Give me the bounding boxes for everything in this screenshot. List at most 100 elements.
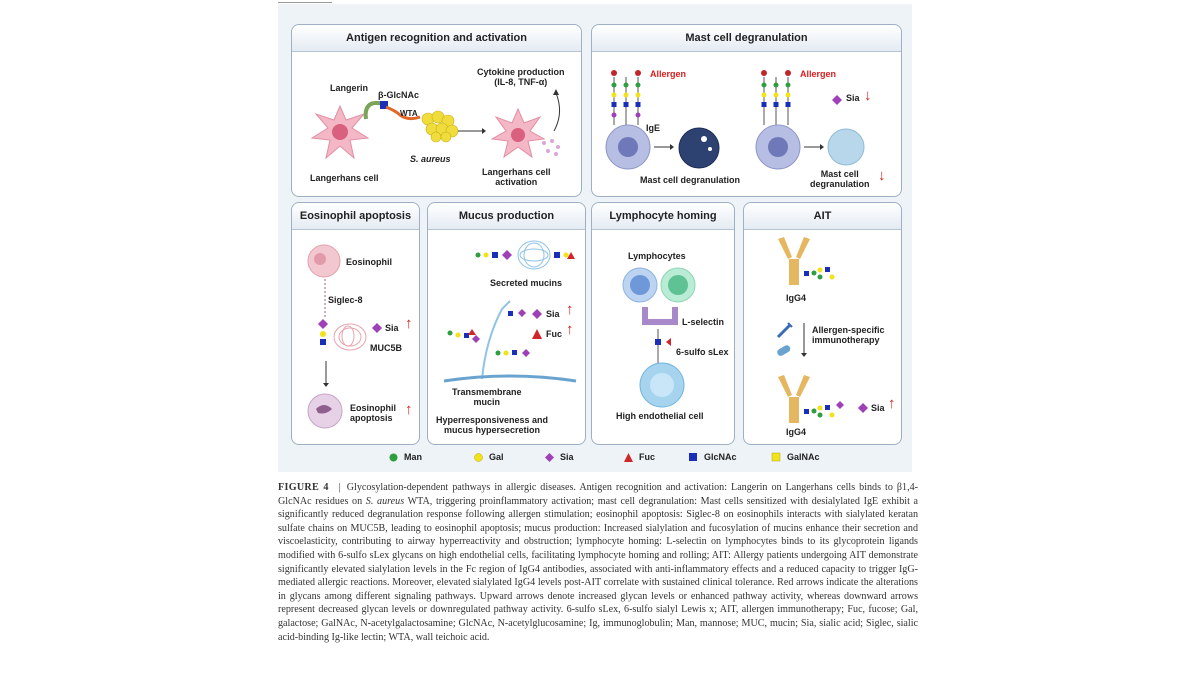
panel-title: Lymphocyte homing [592,203,734,230]
label-eosinophil-apoptosis: Eosinophil apoptosis [350,403,396,423]
panel-title: AIT [744,203,901,230]
lymphocyte-blue-icon [622,267,658,303]
mast-cell-2-icon [755,124,801,170]
label-high-endothelial-cell: High endothelial cell [616,411,704,421]
label-fuc: Fuc [546,329,563,339]
legend-fuc: Fuc [624,452,655,462]
label-eosinophil: Eosinophil [346,257,392,267]
activated-langerhans-cell-icon [490,107,546,159]
glycan-chain-icon [318,319,328,345]
label-l-selectin: L-selectin [682,317,725,327]
transmembrane-mucin-icon [447,300,530,380]
yellow-circle-icon [474,452,483,462]
label-cytokine-production: Cytokine production (IL-8, TNF-α) [477,67,565,87]
wta-chain-icon [385,105,421,121]
panel-title: Mast cell degranulation [592,25,901,52]
label-langerhans-activation: Langerhans cell activation [482,167,551,187]
degranulation-arrow-2-icon [804,144,824,150]
up-arrow-2-icon: ↑ [566,321,574,338]
pill-icon [777,345,791,356]
s-aureus-cluster-icon [421,110,459,143]
apoptosis-arrow-icon [323,361,329,387]
caption-text-b: WTA, triggering proinflammatory activati… [278,495,919,643]
weakly-degranulated-cell-icon [827,128,865,166]
eosinophil-icon [307,244,341,278]
apoptotic-eosinophil-icon [307,393,343,429]
legend-label: GalNAc [787,452,820,462]
sia-diamond-icon [858,403,868,413]
sia-diamond-icon [532,309,542,319]
label-secreted-mucins: Secreted mucins [490,278,563,288]
ige-glycan-tree-icon [611,70,641,125]
label-hyperresponsiveness: Hyperresponsiveness and mucus hypersecre… [436,415,549,435]
legend-sia: Sia [545,452,574,462]
label-transmembrane-mucin: Transmembrane mucin [452,387,522,407]
panel-mast-cell-degranulation: Mast cell degranulation [591,24,902,197]
label-langerin: Langerin [330,83,369,93]
down-arrow-icon: ↓ [864,87,872,104]
legend-man: Man [389,452,422,462]
legend-label: Fuc [639,452,656,462]
label-sia: Sia [871,403,885,413]
label-s-aureus: S. aureus [410,154,451,164]
figure-caption: FIGURE 4 |Glycosylation-dependent pathwa… [278,481,918,644]
igg4-antibody-icon [778,237,835,285]
panel-antigen-recognition: Antigen recognition and activation [291,24,582,197]
panel-ait: AIT IgG4 Allergen-specific immunotherapy… [743,202,902,445]
label-ige: IgE [646,123,661,133]
label-langerhans-cell: Langerhans cell [310,173,379,183]
high-endothelial-cell-icon [639,362,685,408]
label-igg4-b: IgG4 [786,427,807,437]
label-allergen-1: Allergen [650,69,687,79]
fuc-triangle-icon [532,329,542,339]
degranulated-mast-cell-icon [678,127,720,169]
l-selectin-receptor-icon [642,307,678,325]
label-mast-cell-degranulation: Mast cell degranulation [640,175,741,185]
legend-gal: Gal [474,452,504,462]
panel-title: Eosinophil apoptosis [292,203,419,230]
up-arrow-icon: ↑ [566,301,574,318]
panel-mucus-production: Mucus production Secreted mucins Sia [427,202,586,445]
caption-separator: | [338,482,341,493]
label-siglec-8: Siglec-8 [328,295,363,305]
yellow-square-icon [771,452,781,461]
down-arrow-2-icon: ↓ [878,167,886,184]
purple-diamond-icon [545,452,554,462]
panel-title: Antigen recognition and activation [292,25,581,52]
degranulation-arrow-icon [654,144,674,150]
blue-square-icon [689,452,697,461]
syringe-icon [776,322,793,339]
label-glcnac: β-GlcNAc [378,90,420,100]
label-sia: Sia [846,93,860,103]
sia-diamond-icon [832,95,842,105]
secreted-mucin-icon [475,240,575,270]
label-6-sulfo-slex: 6-sulfo sLex [676,347,729,357]
therapy-arrow-icon [801,323,807,357]
panel-title: Mucus production [428,203,585,230]
label-allergen-specific-immunotherapy: Allergen-specific immunotherapy [812,325,885,345]
caption-text-a: Glycosylation-dependent pathways in alle… [278,482,919,507]
legend-galnac: GalNAc [771,452,820,462]
legend-label: GlcNAc [704,452,737,462]
red-triangle-icon [624,452,633,462]
label-muc5b: MUC5B [370,343,403,353]
label-mast-cell-degranulation-2: Mast cell degranulation [810,169,870,189]
cytokine-curve-arrow-icon [553,89,560,132]
label-sia: Sia [546,309,560,319]
label-lymphocytes: Lymphocytes [628,251,686,261]
muc5b-tangle-icon [333,323,367,351]
panel-lymphocyte-homing: Lymphocyte homing Lymphocytes L-selectin… [591,202,735,445]
legend-glcnac: GlcNAc [689,452,737,462]
langerhans-cell-icon [310,104,370,160]
sia-diamond-icon [372,323,382,333]
legend-label: Gal [489,452,504,462]
sulfo-slex-glycan-icon [655,329,671,363]
siglec-stem-icon [324,279,326,319]
desialylated-glycan-tree-icon [761,70,791,125]
legend-label: Man [404,452,422,462]
langerin-receptor-icon [363,101,380,120]
label-sia: Sia [385,323,399,333]
sialylated-igg4-icon [778,375,844,423]
figure-4-canvas: Antigen recognition and activation [278,4,912,472]
figure-label: FIGURE 4 [278,482,329,493]
